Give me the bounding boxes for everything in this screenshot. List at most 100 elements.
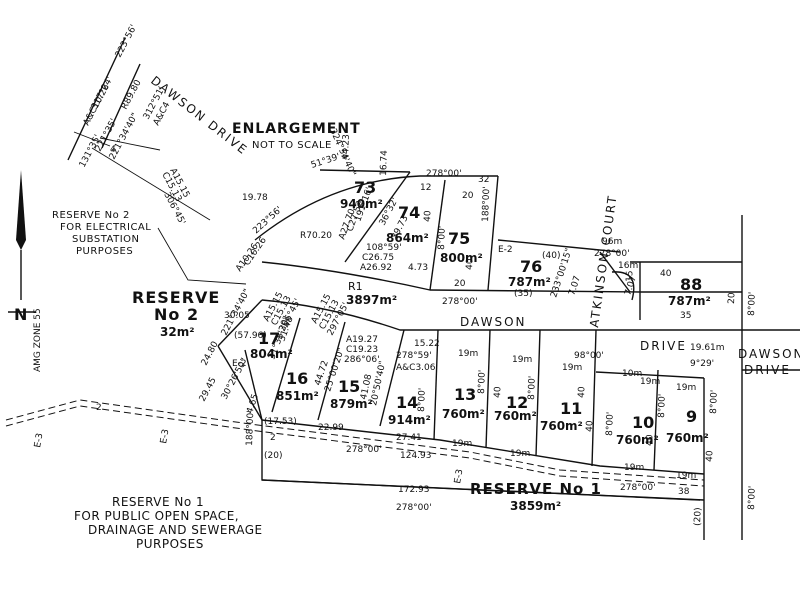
lot15-16-divide [317, 321, 346, 421]
dim-8-13: 8°00' [477, 370, 488, 394]
dim-57-96: (57.96) [234, 331, 267, 341]
dim-278-b: 278°00' [442, 297, 478, 307]
reserve1-area: 3859m² [510, 499, 561, 513]
dim-124-93: 124.93 [400, 451, 432, 461]
dim-40-88: 40 [660, 269, 672, 279]
road-south-edge [261, 299, 742, 331]
dim-8-12: 8°00' [527, 376, 538, 400]
reserve2-note-line4: PURPOSES [76, 246, 133, 257]
dim-51-39: 51°39' [310, 152, 342, 171]
dim-40-75: 40 [465, 258, 475, 270]
dim-19m-10: 19m [640, 377, 660, 387]
north-letter: N [14, 305, 27, 324]
lot17-west [217, 345, 263, 421]
lot-75-number: 75 [448, 229, 470, 248]
lot-13-area: 760m² [442, 407, 485, 421]
lot-73-number: 73 [354, 178, 376, 197]
lot-12-area: 760m² [494, 409, 537, 423]
inset-road-edge-1 [67, 37, 126, 161]
dim-e2-76: E-2 [498, 245, 513, 255]
lot16-17-divide [271, 317, 301, 413]
dim-278-f: 278°00' [620, 483, 656, 493]
dim-19m-9b: 19m [676, 471, 696, 481]
dim-r89-80: R89.80 [120, 78, 144, 111]
reserve2-note-line3: SUBSTATION [72, 234, 140, 245]
dim-4-73: 4.73 [408, 263, 428, 273]
dim-40-74: 40 [423, 210, 433, 222]
lot14-15-divide [379, 329, 405, 427]
dim-286-06: 286°06' [344, 355, 380, 365]
dim-278-59: 278°59' [396, 351, 432, 361]
dim-a26-92: A26.92 [360, 263, 392, 273]
lot10-11-divide [591, 329, 597, 467]
dim-40b: (40) [542, 251, 560, 261]
lot-88-area: 787m² [668, 294, 711, 308]
dim-38: 38 [678, 487, 690, 497]
reserve2-number: No 2 [154, 305, 199, 324]
reserve1-note-line1: RESERVE No 1 [112, 495, 204, 509]
dim-8-14: 8°00' [417, 388, 428, 412]
enlargement-heading: ENLARGEMENT NOT TO SCALE [232, 121, 361, 151]
lot-76-number: 76 [520, 257, 542, 276]
enlargement-title: ENLARGEMENT [232, 121, 361, 137]
dim-188-b: 188°00' [245, 410, 256, 446]
lot73-north [319, 169, 411, 173]
lot11-12-divide [535, 329, 541, 457]
reserve2-area: 32m² [160, 325, 194, 339]
lot-73-area: 940m² [340, 197, 383, 211]
dim-4: 4 [110, 145, 116, 155]
dim-a19-27: A19.27 [346, 335, 378, 345]
dim-20-top: 20 [462, 191, 474, 201]
lot9-10-divide [653, 369, 659, 471]
dim-2-b: 2 [270, 433, 276, 443]
lot-88-number: 88 [680, 275, 702, 294]
lot74-75-divide [429, 179, 446, 291]
reserve2-note-line2: FOR ELECTRICAL [60, 222, 151, 233]
dim-19m-9: 19m [676, 383, 696, 393]
dim-15: 15 [625, 270, 635, 282]
dim-35: 35 [680, 311, 691, 321]
dim-12: 12 [420, 183, 431, 193]
dim-e3-a: E-3 [453, 468, 465, 484]
road-north-edge-upper [254, 175, 498, 241]
lot-16-number: 16 [286, 369, 308, 388]
dim-9-29: 9°29' [690, 359, 714, 369]
inset-tick-2 [73, 131, 111, 147]
reserve1-note-line3: DRAINAGE AND SEWERAGE [88, 523, 263, 537]
dim-16m: 16m [618, 261, 638, 271]
dim-20p-b: (20) [693, 507, 704, 526]
dim-8-10: 8°00' [605, 412, 616, 436]
dim-223-56b: 223°56' [251, 205, 284, 236]
dimension-labels: 223°56' 317°24' A&C10.26 R89.80 312°51' … [33, 23, 758, 526]
north-indicator: N AMG ZONE 55 [14, 305, 43, 372]
lot-9-area: 760m² [666, 431, 709, 445]
dim-44-23: 44.23 [341, 134, 352, 160]
dim-8-88: 8°00' [747, 292, 758, 316]
lot-15-number: 15 [338, 377, 360, 396]
dim-10m: 10m [622, 369, 642, 379]
dim-172-93: 172.93 [398, 485, 430, 495]
dim-8-9: 8°00' [657, 394, 668, 418]
lot9-10-north [595, 371, 705, 379]
dim-22-99: 22.99 [318, 423, 344, 433]
lot-12-number: 12 [506, 393, 528, 412]
lot-14-number: 14 [396, 393, 418, 412]
enlargement-subtitle: NOT TO SCALE [252, 140, 332, 151]
dim-27-41: 27.41 [396, 433, 422, 443]
lot12-13-divide [485, 329, 491, 449]
road-dawson-right: DAWSON [738, 347, 800, 361]
dim-40-11: 40 [577, 386, 587, 398]
lot75-76-divide [487, 175, 499, 291]
dim-19m-11: 19m [562, 363, 582, 373]
dim-40-12: 40 [493, 386, 503, 398]
easement-e3-b [5, 405, 705, 487]
dim-24-80: 24.80 [200, 340, 221, 368]
dim-98: 98°00' [574, 351, 604, 361]
dim-19m-13: 19m [458, 349, 478, 359]
dim-19m-12: 19m [512, 355, 532, 365]
dim-19m-10b: 19m [624, 463, 644, 473]
dim-15-22: 15.22 [414, 339, 440, 349]
lot-11-area: 760m² [540, 419, 583, 433]
lot-74-area: 864m² [386, 231, 429, 245]
